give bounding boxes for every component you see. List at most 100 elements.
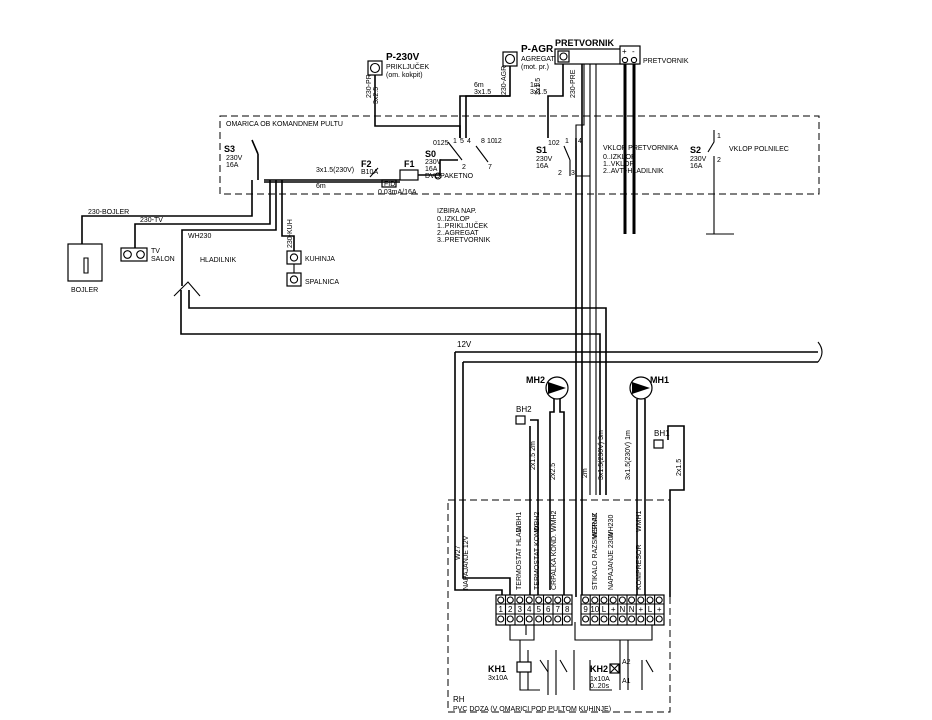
terminal-right-screw	[637, 596, 645, 604]
code-wsraz: WSRAZ	[592, 512, 599, 538]
s0-term-8: 8	[481, 138, 485, 145]
lbl-term-hlad: TERMOSTAT HLAD.	[516, 525, 523, 590]
mh2-label: MH2	[526, 375, 545, 385]
s2-spec-v: 230V	[690, 156, 707, 163]
terminal-right-screw-bottom	[591, 615, 599, 623]
terminal-right-label: N	[629, 605, 635, 614]
bojler-label: BOJLER	[71, 287, 98, 294]
code-wmh1: WMH1	[636, 511, 643, 532]
pagr-cable2: 3x1.5	[535, 78, 542, 95]
terminal-right-label: +	[657, 605, 662, 614]
f2-label: F2	[361, 159, 372, 169]
f1-label: F1	[404, 159, 415, 169]
terminal-right-screw-bottom	[655, 615, 663, 623]
s3-spec-v: 230V	[226, 155, 243, 162]
terminal-left-screw-bottom	[506, 615, 514, 623]
mh1-label: MH1	[650, 375, 669, 385]
pre-cable: 230-PRE	[570, 69, 577, 98]
code-wh230: WH230	[608, 515, 615, 538]
terminal-left-screw-bottom	[563, 615, 571, 623]
terminal-left-screw	[544, 596, 552, 604]
terminal-right-screw	[600, 596, 608, 604]
terminal-left-screw	[554, 596, 562, 604]
c-3x15-1m: 3x1.5(230V) 1m	[625, 430, 632, 480]
s2-term-2: 2	[717, 157, 721, 164]
rh-label: RH	[453, 695, 465, 704]
s2-spec-a: 16A	[690, 163, 703, 170]
cable-tv: 230-TV	[140, 217, 163, 224]
s0-spec-a: 16A	[425, 166, 438, 173]
izbira-opt-2: 2..AGREGAT	[437, 230, 479, 237]
pagr-label: P-AGR	[521, 44, 554, 55]
p230v-sub1: PRIKLJUČEK	[386, 62, 430, 71]
p230v-sub2: (om. kokpit)	[386, 72, 423, 79]
vklop-pret-title: VKLOP PRETVORNIKA	[603, 145, 679, 152]
s0-term-2: 2	[462, 164, 466, 171]
terminal-right-label: 10	[590, 605, 599, 614]
terminal-left-screw-bottom	[535, 615, 543, 623]
hladilnik-label: HLADILNIK	[200, 257, 237, 264]
izbira-opt-3: 3..PRETVORNIK	[437, 237, 491, 244]
pagr-len2: 3x1.5	[474, 89, 491, 96]
s1-term-3: 3	[571, 170, 575, 177]
s1-label: S1	[536, 145, 547, 155]
lbl-nap12: NAPAJANJE 12V	[463, 535, 470, 590]
terminal-left-screw-bottom	[516, 615, 524, 623]
lower-section: 12V W27 NAPAJANJE 12V MH2 MH1 BH2 BH1 2x…	[447, 64, 823, 713]
fid-label: FID	[384, 181, 395, 188]
pagr-cable: 230-AGR	[501, 66, 508, 95]
cable-f1-len: 6m	[316, 183, 326, 190]
terminal-right-label: L	[602, 605, 607, 614]
terminal-left-label: 3	[518, 605, 523, 614]
s0-label: S0	[425, 149, 436, 159]
p230v-cable2: 3x2.5	[373, 87, 380, 104]
code-wbh1: WBH1	[516, 512, 523, 532]
pretvornik-minus: -	[632, 47, 635, 56]
terminal-left-label: 7	[556, 605, 561, 614]
s1-code: 102	[548, 140, 560, 147]
code-wbh2: WBH2	[534, 512, 541, 532]
a2-label: A2	[622, 659, 631, 666]
terminal-right-screw	[655, 596, 663, 604]
lbl-stik: STIKALO RAZSMERNIK	[592, 512, 599, 590]
kh1-spec: 3x10A	[488, 675, 508, 682]
s0-code: 0125	[433, 140, 449, 147]
s3-spec-a: 16A	[226, 162, 239, 169]
bh2-label: BH2	[516, 405, 532, 414]
a1-label: A1	[622, 678, 631, 685]
c-3x15-3m: 3x1.5(230V) 3m	[598, 430, 605, 480]
panel-title: OMARICA OB KOMANDNEM PULTU	[226, 121, 343, 128]
terminal-right-screw-bottom	[582, 615, 590, 623]
source-p230v: P-230V PRIKLJUČEK (om. kokpit) 230-PR 3x…	[366, 52, 461, 138]
s2-label: S2	[690, 145, 701, 155]
terminal-right-screw-bottom	[628, 615, 636, 623]
terminal-right-screw-bottom	[609, 615, 617, 623]
pagr-len4: 3x1.5	[530, 89, 547, 96]
pagr-sub2: (mot. pr.)	[521, 64, 549, 71]
kh1-label: KH1	[488, 664, 506, 674]
s2-term-1: 1	[717, 133, 721, 140]
lbl-komp: KOMPRESOR	[636, 544, 643, 590]
terminal-right-screw	[591, 596, 599, 604]
salon-label: SALON	[151, 256, 175, 263]
lbl-term-kond: TERMOSTAT KOND.	[534, 524, 541, 590]
s1-spec-a: 16A	[536, 163, 549, 170]
terminal-left-label: 6	[546, 605, 551, 614]
terminal-right-screw	[618, 596, 626, 604]
terminal-left-screw-bottom	[544, 615, 552, 623]
izbira-opt-1: 1..PRIKLJUČEK	[437, 221, 488, 230]
cable-kuh: 230-KUH	[287, 219, 294, 248]
s0-term-10: 10	[487, 138, 495, 145]
terminal-left-screw	[497, 596, 505, 604]
w27-label: W27	[455, 546, 462, 561]
left-loads: 230-BOJLER 230-TV BOJLER TV SALON WH230 …	[67, 180, 607, 495]
s0-term-12: 12	[494, 138, 502, 145]
terminal-right-screw-bottom	[646, 615, 654, 623]
terminal-right-label: +	[611, 605, 616, 614]
pretvornik-right-label: PRETVORNIK	[643, 58, 689, 65]
fid-spec: 0.03mA/16A	[378, 189, 417, 196]
c-2m: 2m	[582, 468, 589, 478]
c-2x15-2m: 2x1.5 2m	[530, 441, 537, 470]
